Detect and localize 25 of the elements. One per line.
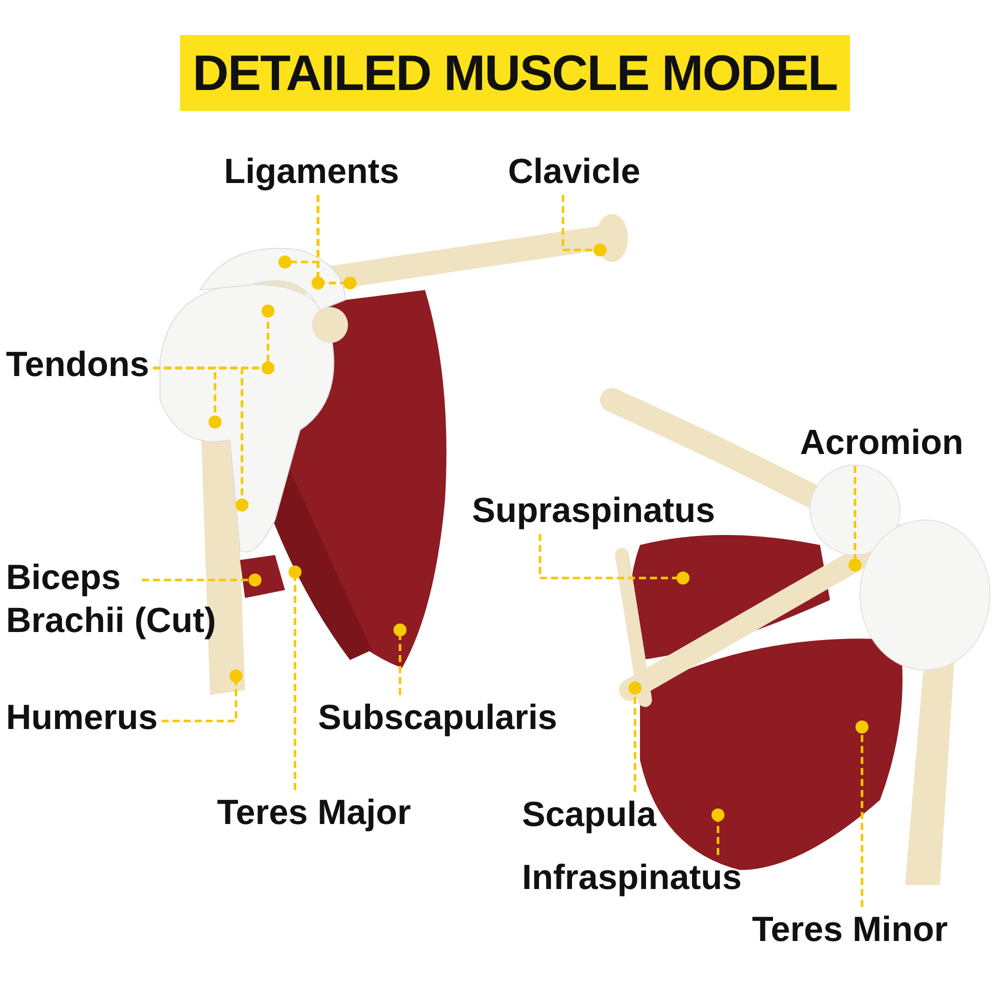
title-banner: DETAILED MUSCLE MODEL xyxy=(180,35,850,111)
leader-line xyxy=(142,574,262,586)
leader-line xyxy=(288,566,302,790)
part-label: Tendons xyxy=(6,344,150,386)
leader-line xyxy=(712,808,724,855)
part-label: Ligaments xyxy=(224,151,400,193)
leader-line xyxy=(162,670,242,722)
part-label: Subscapularis xyxy=(318,697,558,739)
part-label: Humerus xyxy=(6,697,158,739)
leader-line xyxy=(848,466,862,572)
leader-line xyxy=(153,366,248,512)
part-label: Biceps Brachii (Cut) xyxy=(6,556,220,642)
part-label: Scapula xyxy=(522,794,656,836)
part-label: Teres Minor xyxy=(752,909,948,951)
leader-line xyxy=(628,682,642,792)
leader-line xyxy=(562,195,606,256)
part-label: Teres Major xyxy=(217,792,411,834)
part-label: Infraspinatus xyxy=(522,857,742,899)
part-label: Clavicle xyxy=(508,151,640,193)
leader-line xyxy=(394,624,406,695)
part-label: Supraspinatus xyxy=(472,490,716,532)
leader-line xyxy=(316,195,356,290)
leader-line xyxy=(856,720,868,907)
part-label: Acromion xyxy=(800,422,964,464)
leader-line xyxy=(538,534,690,584)
